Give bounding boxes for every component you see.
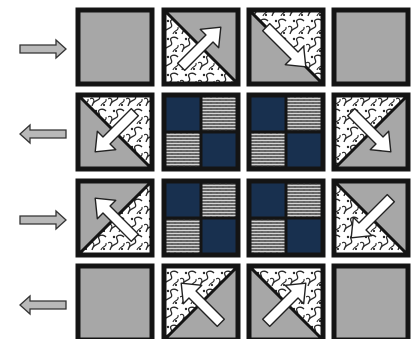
row-4-left-arrow-icon <box>19 294 67 316</box>
checker-cell-tr-textured <box>286 181 323 218</box>
tile-r1-c4-plain <box>331 7 411 87</box>
tile-border <box>246 7 326 87</box>
tile-border <box>161 92 241 172</box>
tile-r1-c3-diag <box>246 7 326 87</box>
direction-nw-arrow-icon <box>94 197 140 243</box>
direction-ne-arrow-icon <box>261 282 307 328</box>
checker-cell-tl-navy <box>249 95 286 132</box>
tile-r3-c3-checker <box>246 178 326 258</box>
checker-cell-br-navy <box>201 218 238 255</box>
tile-border <box>331 263 411 339</box>
checker-cell-tr-textured <box>201 181 238 218</box>
direction-sw-arrow-icon <box>350 193 396 239</box>
tile-border <box>161 7 241 87</box>
row-2-left-arrow-icon <box>19 123 67 145</box>
tile-border <box>75 263 155 339</box>
tile-border <box>75 92 155 172</box>
tile-border <box>331 178 411 258</box>
direction-se-arrow-icon <box>261 22 307 68</box>
checker-cell-br-navy <box>286 132 323 169</box>
checker-cell-tl-navy <box>164 95 201 132</box>
checker-cell-br-navy <box>201 132 238 169</box>
direction-nw-arrow-icon <box>180 282 226 328</box>
tile-r2-c3-checker <box>246 92 326 172</box>
tile-border <box>246 263 326 339</box>
tile-border <box>161 263 241 339</box>
checker-cell-bl-textured <box>164 218 201 255</box>
checker-cell-tr-textured <box>286 95 323 132</box>
tile-border <box>246 92 326 172</box>
tile-r2-c4-diag <box>331 92 411 172</box>
tile-r3-c4-diag <box>331 178 411 258</box>
tile-r4-c3-diag <box>246 263 326 339</box>
tile-r4-c1-plain <box>75 263 155 339</box>
tile-border <box>331 7 411 87</box>
direction-ne-arrow-icon <box>176 26 222 72</box>
tile-r2-c1-diag <box>75 92 155 172</box>
tile-r1-c2-diag <box>161 7 241 87</box>
tile-r3-c1-diag <box>75 178 155 258</box>
tile-border <box>75 178 155 258</box>
tile-r3-c2-checker <box>161 178 241 258</box>
tile-border <box>161 178 241 258</box>
row-1-right-arrow-icon <box>19 38 67 60</box>
checker-cell-tr-textured <box>201 95 238 132</box>
tile-border <box>75 7 155 87</box>
row-3-right-arrow-icon <box>19 209 67 231</box>
tile-r4-c4-plain <box>331 263 411 339</box>
checker-cell-tl-navy <box>249 181 286 218</box>
direction-se-arrow-icon <box>346 107 392 153</box>
checker-cell-bl-textured <box>164 132 201 169</box>
direction-sw-arrow-icon <box>94 107 140 153</box>
checker-cell-bl-textured <box>249 132 286 169</box>
tile-border <box>246 178 326 258</box>
checker-cell-bl-textured <box>249 218 286 255</box>
tile-border <box>331 92 411 172</box>
tile-r1-c1-plain <box>75 7 155 87</box>
checker-cell-tl-navy <box>164 181 201 218</box>
tile-r4-c2-diag <box>161 263 241 339</box>
tile-r2-c2-checker <box>161 92 241 172</box>
checker-cell-br-navy <box>286 218 323 255</box>
